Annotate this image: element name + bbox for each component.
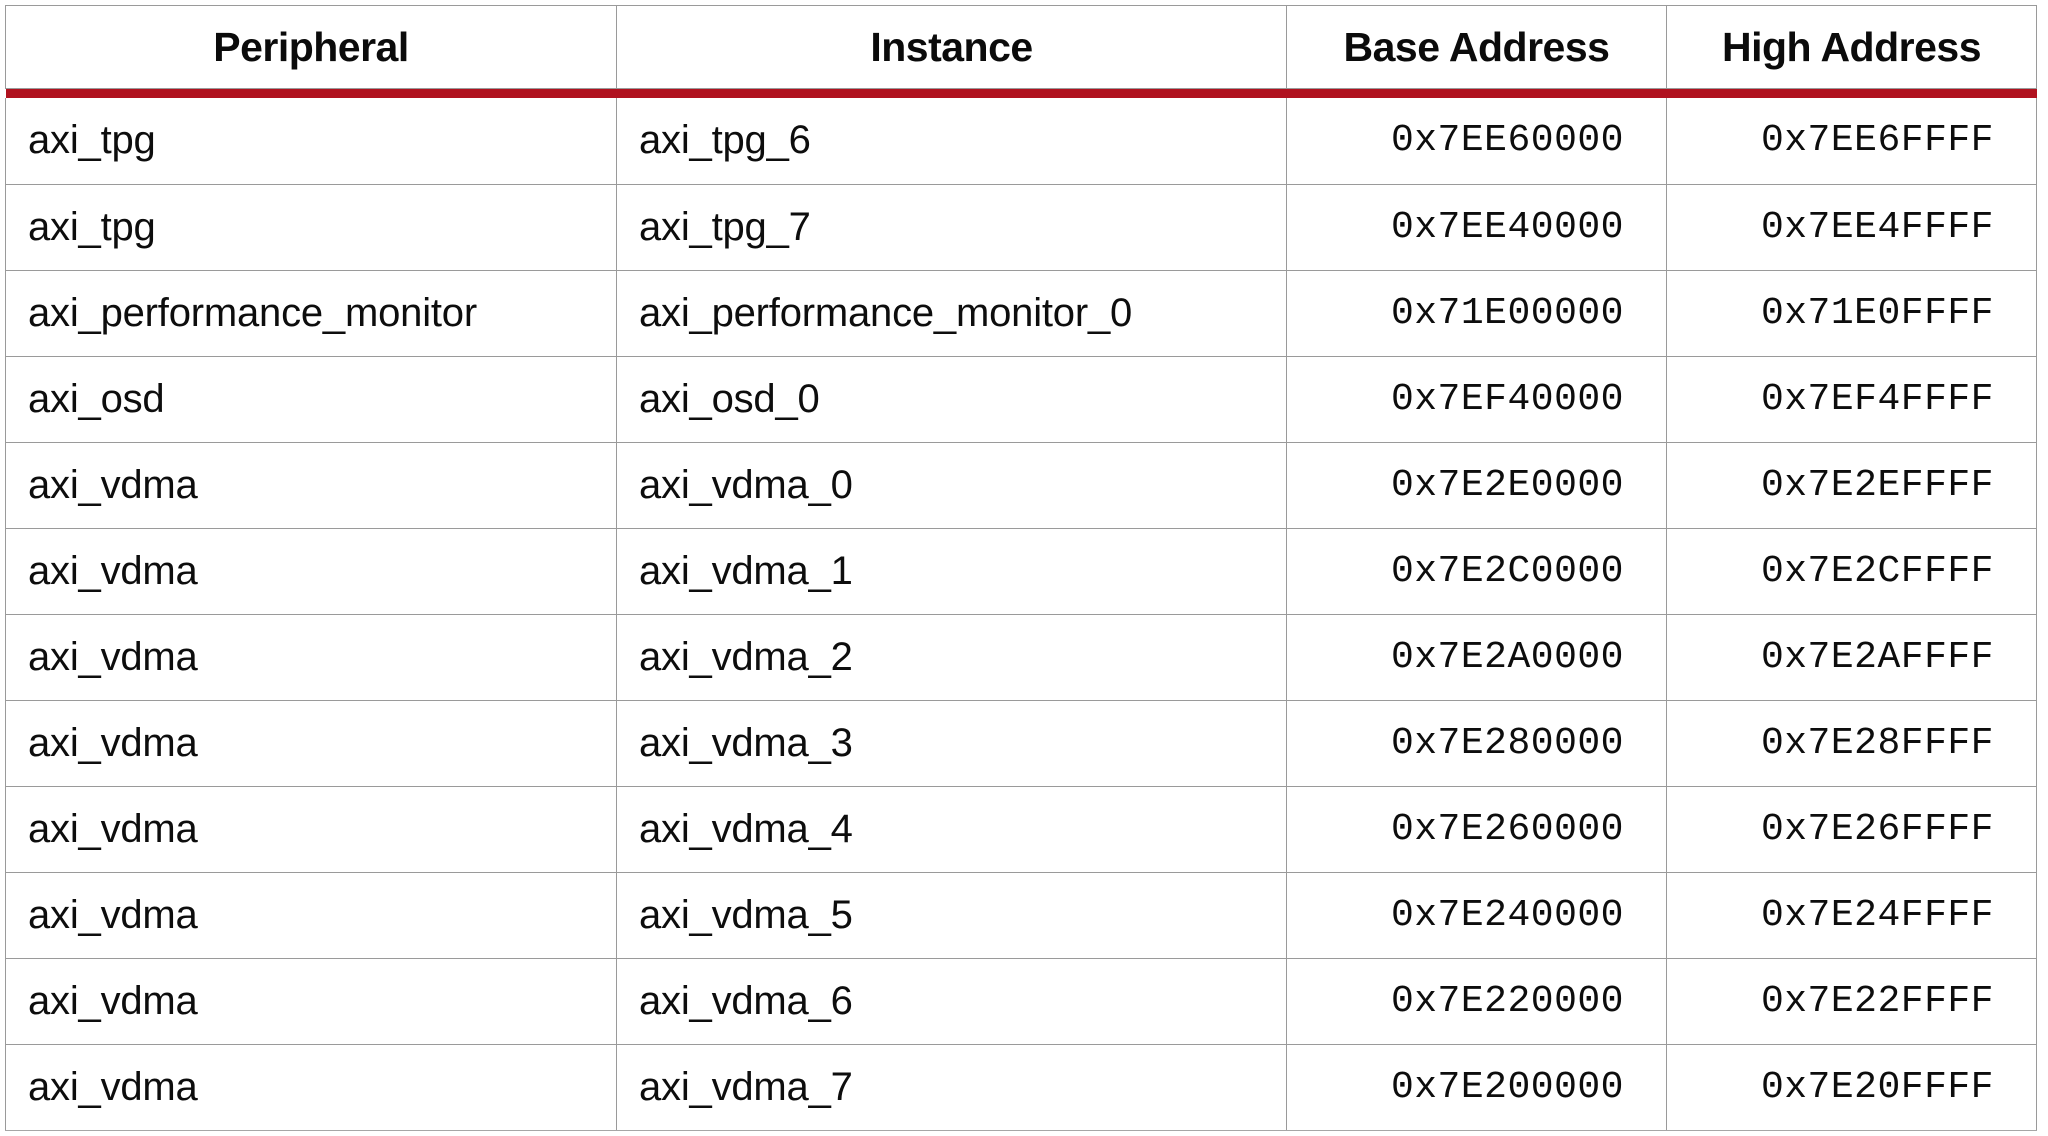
header-red-rule-bar xyxy=(5,89,2037,98)
header-rule-row xyxy=(5,88,2037,98)
cell-instance: axi_vdma_3 xyxy=(616,699,1287,787)
cell-high: 0x7EF4FFFF xyxy=(1666,355,2037,443)
cell-base: 0x7E240000 xyxy=(1286,871,1667,959)
cell-instance: axi_performance_monitor_0 xyxy=(616,269,1287,357)
cell-peripheral: axi_performance_monitor xyxy=(5,269,617,357)
cell-base: 0x7E2C0000 xyxy=(1286,527,1667,615)
column-header-high-address[interactable]: High Address xyxy=(1666,5,2037,89)
cell-high: 0x7E22FFFF xyxy=(1666,957,2037,1045)
cell-instance: axi_osd_0 xyxy=(616,355,1287,443)
table-header: Peripheral Instance Base Address High Ad… xyxy=(5,5,2037,98)
cell-base: 0x7E220000 xyxy=(1286,957,1667,1045)
cell-peripheral: axi_tpg xyxy=(5,98,617,185)
header-red-rule xyxy=(5,88,2037,98)
cell-high: 0x71E0FFFF xyxy=(1666,269,2037,357)
cell-peripheral: axi_vdma xyxy=(5,957,617,1045)
cell-base: 0x7EE60000 xyxy=(1286,98,1667,185)
cell-high: 0x7E2AFFFF xyxy=(1666,613,2037,701)
cell-instance: axi_vdma_1 xyxy=(616,527,1287,615)
cell-base: 0x7EE40000 xyxy=(1286,183,1667,271)
cell-high: 0x7E2EFFFF xyxy=(1666,441,2037,529)
cell-high: 0x7E26FFFF xyxy=(1666,785,2037,873)
cell-instance: axi_vdma_5 xyxy=(616,871,1287,959)
cell-base: 0x7EF40000 xyxy=(1286,355,1667,443)
cell-base: 0x7E200000 xyxy=(1286,1043,1667,1131)
cell-high: 0x7EE6FFFF xyxy=(1666,98,2037,185)
cell-instance: axi_vdma_7 xyxy=(616,1043,1287,1131)
table-header-row: Peripheral Instance Base Address High Ad… xyxy=(5,5,2037,89)
cell-base: 0x7E2A0000 xyxy=(1286,613,1667,701)
cell-high: 0x7E2CFFFF xyxy=(1666,527,2037,615)
cell-peripheral: axi_vdma xyxy=(5,1043,617,1131)
cell-instance: axi_vdma_2 xyxy=(616,613,1287,701)
cell-peripheral: axi_vdma xyxy=(5,441,617,529)
column-header-instance[interactable]: Instance xyxy=(616,5,1287,89)
cell-base: 0x7E260000 xyxy=(1286,785,1667,873)
cell-base: 0x7E2E0000 xyxy=(1286,441,1667,529)
column-header-base-address[interactable]: Base Address xyxy=(1286,5,1667,89)
cell-instance: axi_vdma_4 xyxy=(616,785,1287,873)
cell-peripheral: axi_tpg xyxy=(5,183,617,271)
cell-instance: axi_vdma_6 xyxy=(616,957,1287,1045)
cell-high: 0x7E24FFFF xyxy=(1666,871,2037,959)
cell-peripheral: axi_vdma xyxy=(5,785,617,873)
cell-instance: axi_vdma_0 xyxy=(616,441,1287,529)
cell-peripheral: axi_vdma xyxy=(5,699,617,787)
cell-instance: axi_tpg_6 xyxy=(616,98,1287,185)
cell-peripheral: axi_vdma xyxy=(5,613,617,701)
cell-base: 0x71E00000 xyxy=(1286,269,1667,357)
cell-peripheral: axi_osd xyxy=(5,355,617,443)
cell-high: 0x7E20FFFF xyxy=(1666,1043,2037,1131)
cell-base: 0x7E280000 xyxy=(1286,699,1667,787)
cell-peripheral: axi_vdma xyxy=(5,871,617,959)
cell-high: 0x7EE4FFFF xyxy=(1666,183,2037,271)
address-map-table-wrapper: Peripheral Instance Base Address High Ad… xyxy=(5,5,2037,1131)
cell-instance: axi_tpg_7 xyxy=(616,183,1287,271)
column-header-peripheral[interactable]: Peripheral xyxy=(5,5,617,89)
peripheral-address-map-table: Peripheral Instance Base Address High Ad… xyxy=(5,5,2037,1131)
cell-high: 0x7E28FFFF xyxy=(1666,699,2037,787)
cell-peripheral: axi_vdma xyxy=(5,527,617,615)
